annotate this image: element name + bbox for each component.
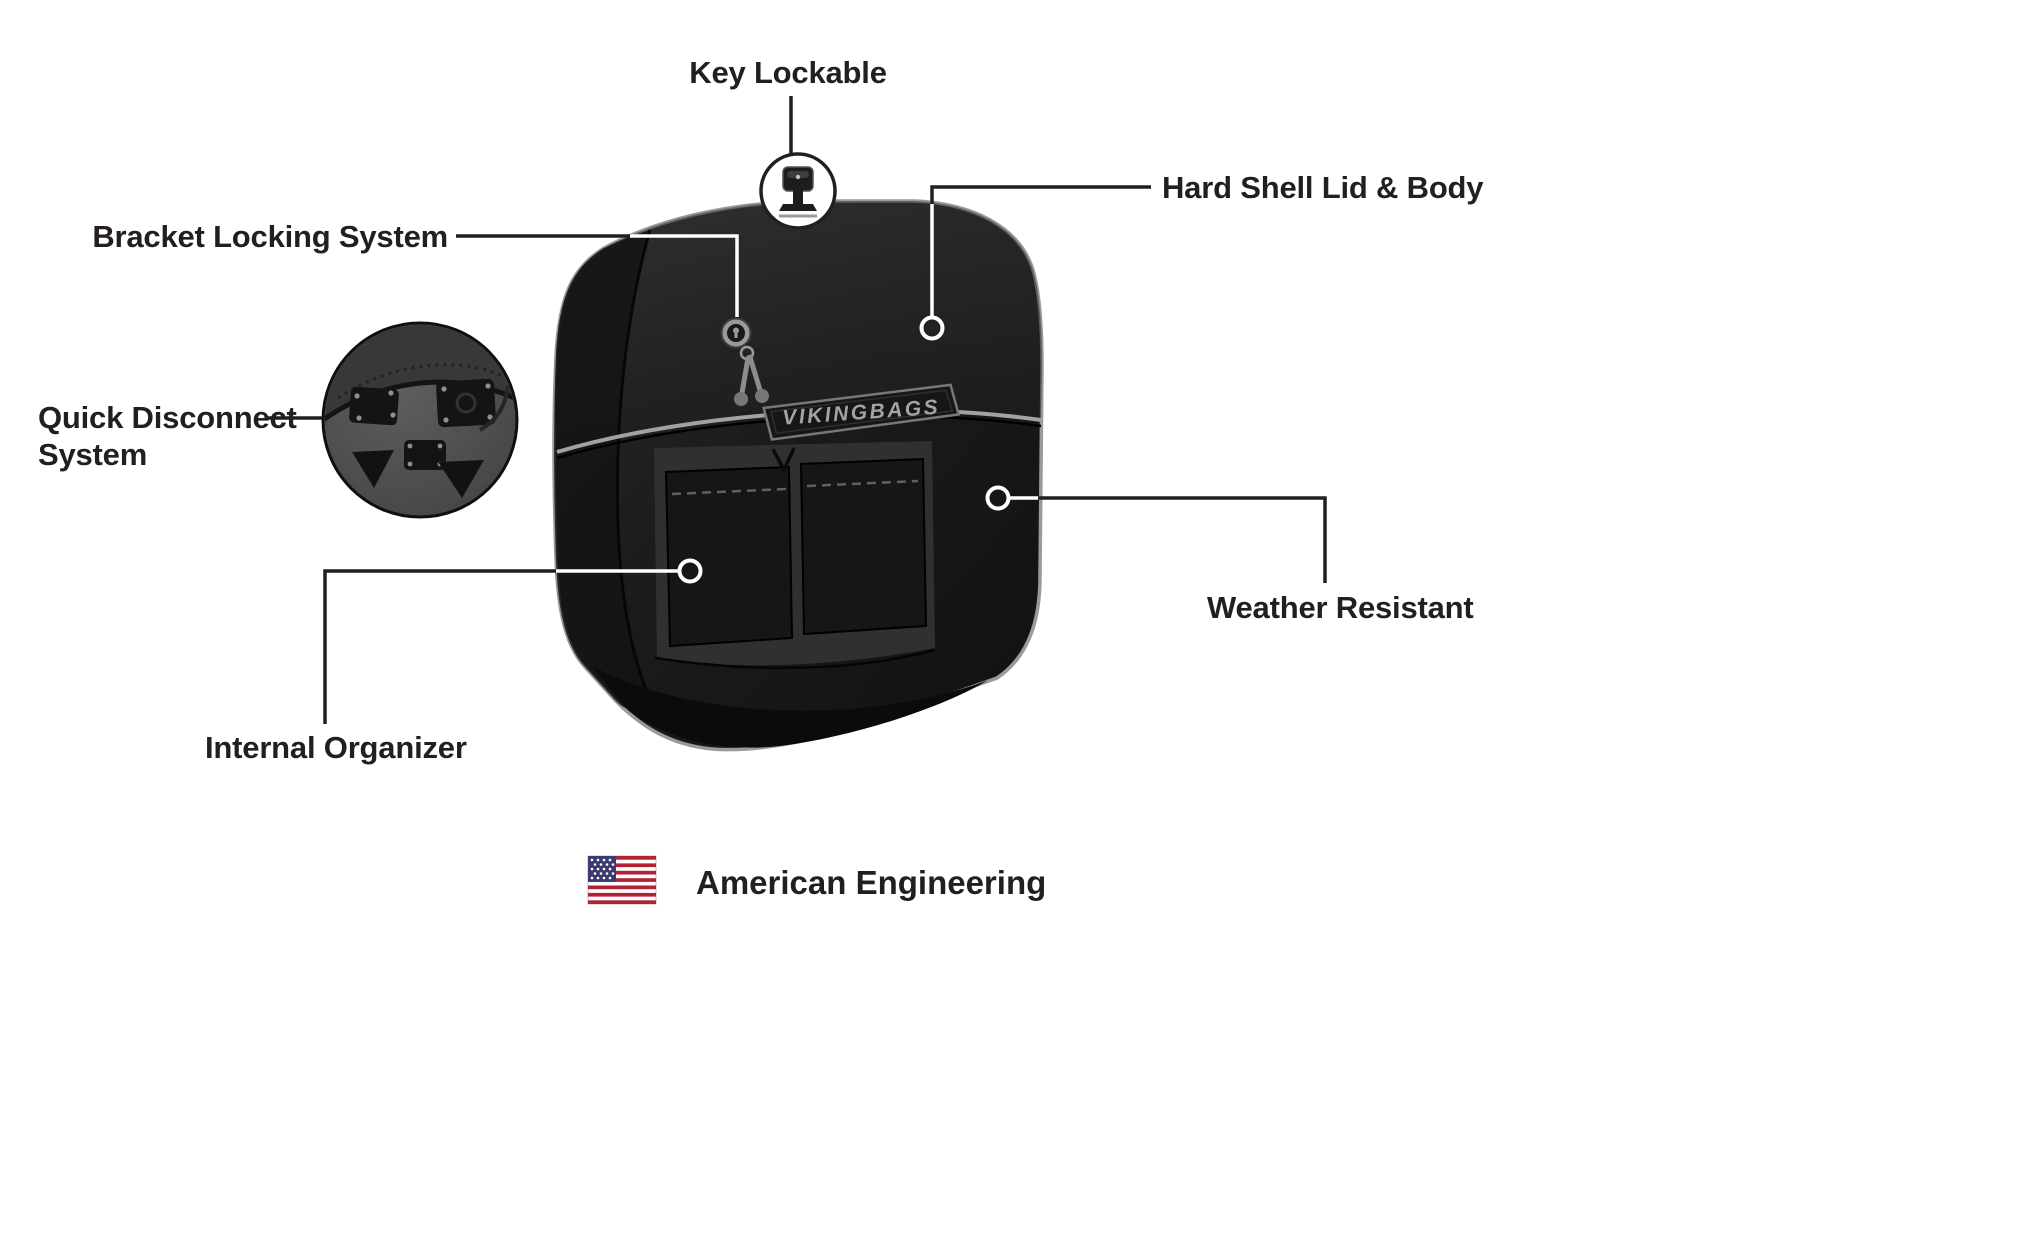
marker-internal-organizer xyxy=(677,558,703,584)
bag-bottom-shade xyxy=(592,666,988,748)
callout-markers xyxy=(677,315,1011,584)
callout-label-quick-disconnect: Quick Disconnect System xyxy=(38,399,297,473)
organizer-pocket-left-stitch xyxy=(671,487,787,496)
footer-label-american-engineering: American Engineering xyxy=(696,864,1047,901)
key-lockable-badge xyxy=(759,152,837,230)
detail-top-panel xyxy=(325,325,515,420)
mounting-screws xyxy=(354,383,493,467)
marker-hard-shell xyxy=(919,315,945,341)
bag-side-face xyxy=(554,230,655,711)
detail-cable xyxy=(478,385,510,432)
saddlebag-illustration: VIKINGBAGS xyxy=(552,199,1044,752)
organizer-drawcord xyxy=(771,447,796,474)
callout-lines xyxy=(266,96,1327,724)
callout-label-quick-disconnect-line1: Quick Disconnect xyxy=(38,400,297,435)
callout-line-weather-resistant xyxy=(1038,496,1327,583)
callout-label-internal-organizer: Internal Organizer xyxy=(205,730,467,765)
detail-zipper xyxy=(337,363,503,400)
marker-weather-resistant xyxy=(985,485,1011,511)
hanging-keys xyxy=(734,345,769,406)
organizer-pocket-right xyxy=(799,457,928,636)
callout-label-weather-resistant: Weather Resistant xyxy=(1207,590,1474,625)
organizer-pocket-left xyxy=(664,465,794,648)
plate-ring-detail xyxy=(455,392,477,414)
bag-side-edge xyxy=(615,229,657,711)
quick-disconnect-detail xyxy=(321,321,519,519)
callout-label-key-lockable: Key Lockable xyxy=(689,55,887,90)
us-flag-icon xyxy=(587,855,657,905)
callout-line-bracket-locking-on-bag xyxy=(630,234,739,317)
detail-top-edge xyxy=(325,379,515,425)
callout-label-bracket-locking: Bracket Locking System xyxy=(92,219,448,254)
mounting-plates xyxy=(349,378,496,470)
lock-keyhole xyxy=(720,317,752,349)
callout-label-quick-disconnect-line2: System xyxy=(38,437,148,472)
callout-line-internal-organizer xyxy=(323,569,558,724)
bracket-triangle-left xyxy=(352,450,394,488)
detail-highlight-dot xyxy=(491,340,503,352)
key-icon xyxy=(779,166,817,218)
callout-label-hard-shell: Hard Shell Lid & Body xyxy=(1162,170,1484,205)
organizer-pocket-right-stitch xyxy=(806,479,919,488)
bracket-triangle-right xyxy=(438,460,484,498)
callout-line-hard-shell xyxy=(930,185,1151,206)
bag-bottom-edge xyxy=(654,648,936,670)
bag-lid xyxy=(554,201,1042,448)
